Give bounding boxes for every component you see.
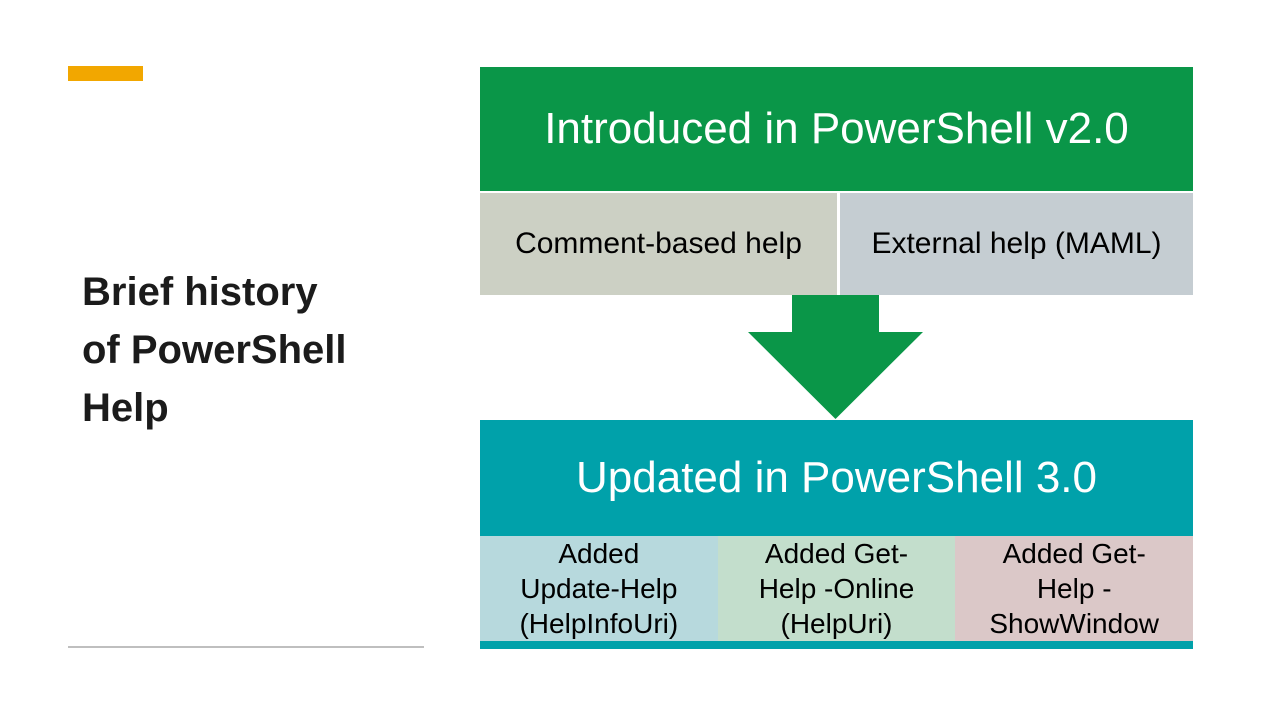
v3-header-box: Updated in PowerShell 3.0 bbox=[480, 420, 1193, 536]
v3-cell-update-help: Added Update-Help (HelpInfoUri) bbox=[480, 536, 718, 641]
accent-bar bbox=[68, 66, 143, 81]
v3-cell-update-help-label: Added Update-Help (HelpInfoUri) bbox=[519, 538, 679, 639]
v3-cell-get-help-online: Added Get- Help -Online (HelpUri) bbox=[717, 536, 956, 641]
v3-cell-get-help-showwindow: Added Get- Help - ShowWindow bbox=[955, 536, 1194, 641]
footer-divider-line bbox=[68, 646, 424, 648]
v3-footer-bar bbox=[480, 641, 1193, 649]
v2-header-label: Introduced in PowerShell v2.0 bbox=[544, 104, 1129, 153]
v2-cells-row: Comment-based help External help (MAML) bbox=[480, 193, 1193, 295]
v2-cell-external-help: External help (MAML) bbox=[840, 193, 1193, 295]
v2-cell-external-label: External help (MAML) bbox=[871, 227, 1162, 260]
v2-header-box: Introduced in PowerShell v2.0 bbox=[480, 67, 1193, 191]
v3-header-label: Updated in PowerShell 3.0 bbox=[576, 453, 1097, 502]
powershell-help-history-diagram: Introduced in PowerShell v2.0 Comment-ba… bbox=[480, 67, 1194, 649]
v2-cell-comment-label: Comment-based help bbox=[515, 227, 802, 260]
page-title: Brief history of PowerShell Help bbox=[82, 270, 347, 430]
v2-cell-comment-based-help: Comment-based help bbox=[480, 193, 837, 295]
v3-cell-get-help-online-label: Added Get- Help -Online (HelpUri) bbox=[758, 538, 915, 639]
v3-cell-get-help-showwindow-label: Added Get- Help - ShowWindow bbox=[989, 538, 1159, 639]
down-arrow-icon bbox=[748, 295, 923, 419]
v3-cells-row: Added Update-Help (HelpInfoUri) Added Ge… bbox=[480, 536, 1194, 641]
